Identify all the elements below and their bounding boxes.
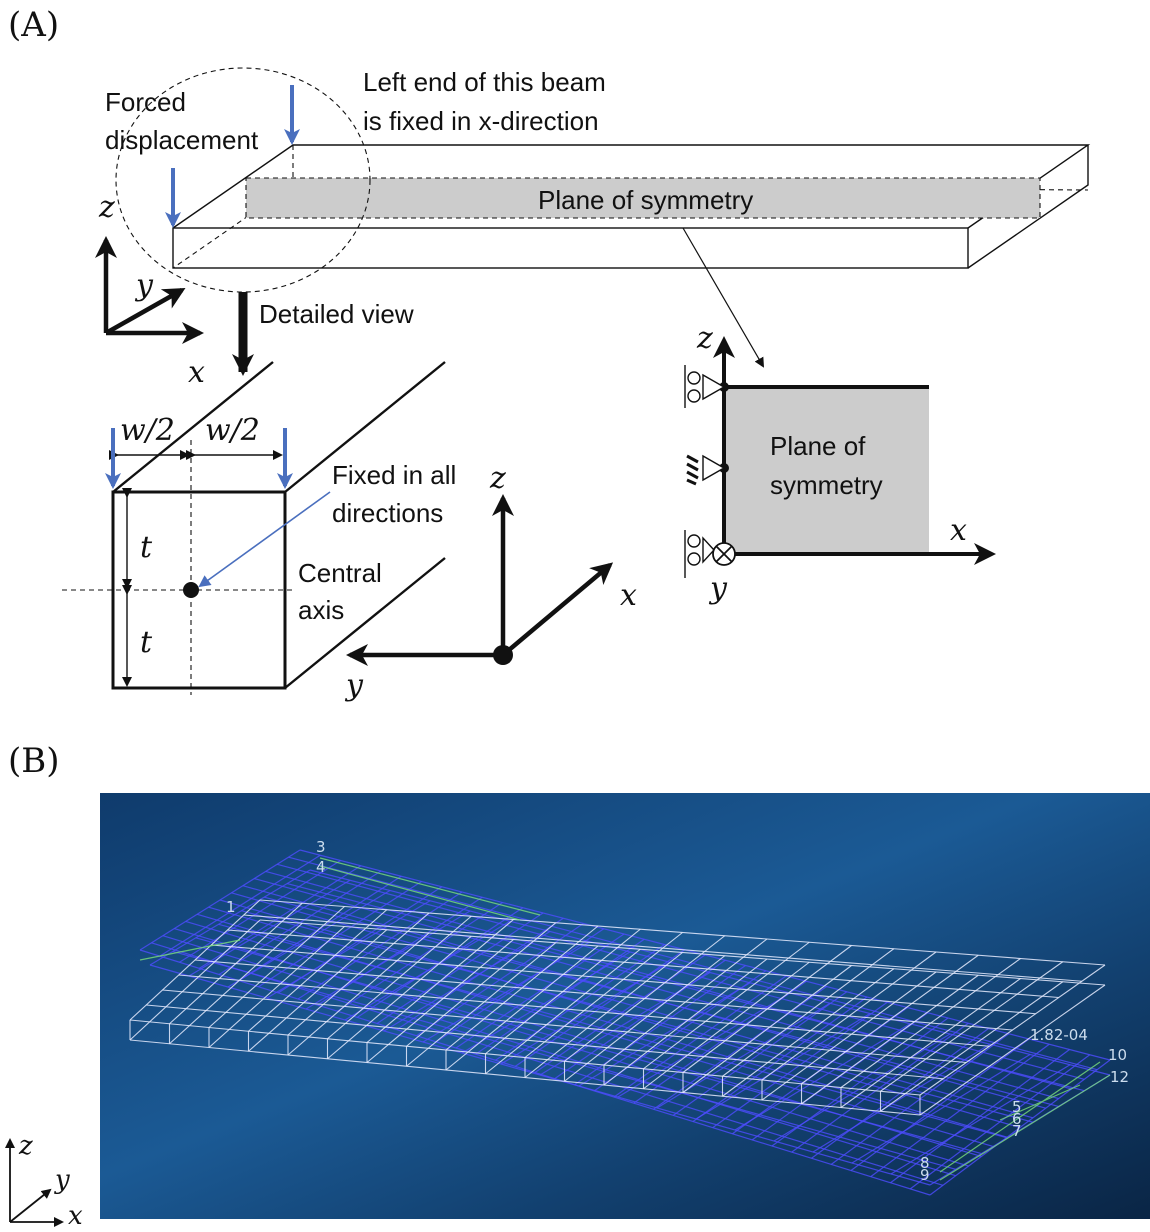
axis-x-label-bottom: x bbox=[68, 1201, 83, 1231]
axis-z-label-detail: z bbox=[489, 461, 506, 496]
node-label: 1 bbox=[226, 898, 236, 916]
fem-simulation-image: 1.82-04 1 3 4 567 89 10 12 bbox=[100, 793, 1150, 1219]
forced-displacement-label-2: displacement bbox=[105, 125, 259, 155]
axis-y-label-bottom: y bbox=[54, 1165, 70, 1195]
node-label: 8 bbox=[920, 1154, 930, 1172]
central-axis-label-1: Central bbox=[298, 558, 382, 588]
node-label: 7 bbox=[1012, 1122, 1022, 1140]
axes-detail bbox=[346, 494, 614, 666]
w-half-right-label: w/2 bbox=[205, 413, 260, 448]
panel-a-label: (A) bbox=[8, 5, 59, 45]
node-label: 4 bbox=[316, 858, 326, 876]
plane-of-symmetry-top-label: Plane of symmetry bbox=[538, 185, 753, 215]
central-axis-label-2: axis bbox=[298, 595, 344, 625]
axis-x-label-top: x bbox=[188, 355, 205, 390]
detailed-view-label: Detailed view bbox=[259, 299, 414, 329]
node-label: 5 bbox=[1012, 1098, 1022, 1116]
axes-top-left bbox=[95, 236, 204, 344]
node-label: 10 bbox=[1108, 1046, 1127, 1064]
fixed-label-2: directions bbox=[332, 498, 443, 528]
undeformed-mesh-white bbox=[129, 899, 1106, 1116]
t-upper-label: t bbox=[140, 530, 153, 565]
left-end-label-1: Left end of this beam bbox=[363, 67, 606, 97]
cross-section bbox=[62, 361, 446, 695]
axis-y-label-right: y bbox=[708, 571, 728, 606]
symmetry-pointer-line bbox=[682, 227, 765, 368]
right-plane-label-2: symmetry bbox=[770, 470, 883, 500]
node-label: 12 bbox=[1110, 1068, 1129, 1086]
axes-bottom bbox=[4, 1138, 64, 1227]
left-end-label-2: is fixed in x-direction bbox=[363, 106, 599, 136]
plane-of-symmetry-band bbox=[245, 177, 1041, 219]
panel-b-label: (B) bbox=[8, 741, 60, 781]
mesh-value-label: 1.82-04 bbox=[1030, 1026, 1088, 1044]
node-label: 3 bbox=[316, 838, 326, 856]
forced-displacement-label-1: Forced bbox=[105, 87, 186, 117]
detail-circle bbox=[115, 67, 371, 293]
right-plane-label-1: Plane of bbox=[770, 431, 866, 461]
node-label: 6 bbox=[1012, 1110, 1022, 1128]
axis-z-label-bottom: z bbox=[18, 1131, 33, 1161]
axis-y-label-detail: y bbox=[344, 668, 364, 703]
fixed-pointer-arrow bbox=[198, 491, 331, 588]
node-label: 9 bbox=[920, 1166, 930, 1184]
axis-y-label-top: y bbox=[134, 268, 154, 303]
t-lower-label: t bbox=[140, 625, 153, 660]
symmetry-plane-diagram bbox=[684, 336, 996, 578]
fixed-label-1: Fixed in all bbox=[332, 460, 456, 490]
axis-z-label-right: z bbox=[696, 321, 713, 356]
axis-z-label-top: z bbox=[98, 190, 115, 225]
w-half-left-label: w/2 bbox=[120, 413, 175, 448]
axis-x-label-right: x bbox=[950, 513, 967, 548]
axis-x-label-detail: x bbox=[620, 578, 637, 613]
